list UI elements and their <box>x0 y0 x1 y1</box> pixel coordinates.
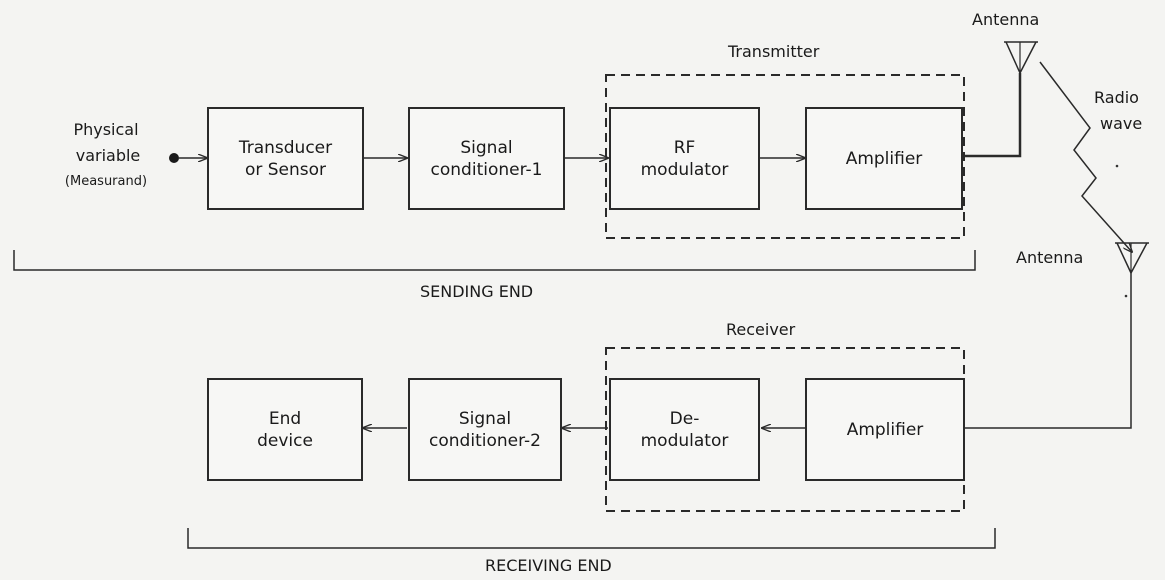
transducer-block: Transducer or Sensor <box>207 107 364 210</box>
receiving-end-label: RECEIVING END <box>485 556 612 575</box>
demodulator-block: De- modulator <box>609 378 760 481</box>
radio-wave-label-radio: Radio <box>1094 88 1139 107</box>
sending-end-bracket <box>13 250 976 271</box>
radio-wave-label-wave: wave <box>1100 114 1143 133</box>
tx-antenna-label: Antenna <box>972 10 1040 29</box>
tx-amplifier-block: Amplifier <box>805 107 963 210</box>
rf-modulator-block: RF modulator <box>609 107 760 210</box>
input-label-physical: Physical <box>73 120 139 139</box>
rx-amplifier-block: Amplifier <box>805 378 965 481</box>
input-label-measurand: (Measurand) <box>64 174 148 189</box>
radio-wave-icon <box>1039 61 1132 252</box>
signal-conditioner-1-block: Signal conditioner-1 <box>408 107 565 210</box>
sending-end-label: SENDING END <box>420 282 534 301</box>
receiving-end-bracket <box>187 528 996 549</box>
line-amplifier-to-tx-antenna <box>963 73 1022 158</box>
input-label-variable: variable <box>75 146 141 165</box>
signal-conditioner-2-block: Signal conditioner-2 <box>408 378 562 481</box>
tx-antenna-icon <box>1004 41 1038 74</box>
rx-antenna-icon <box>1115 242 1149 274</box>
receiver-label: Receiver <box>726 320 796 339</box>
rx-antenna-label: Antenna <box>1016 248 1084 267</box>
input-dot <box>169 153 179 163</box>
transmitter-label: Transmitter <box>728 42 820 61</box>
line-rx-antenna-to-amplifier <box>965 273 1132 429</box>
end-device-block: End device <box>207 378 363 481</box>
